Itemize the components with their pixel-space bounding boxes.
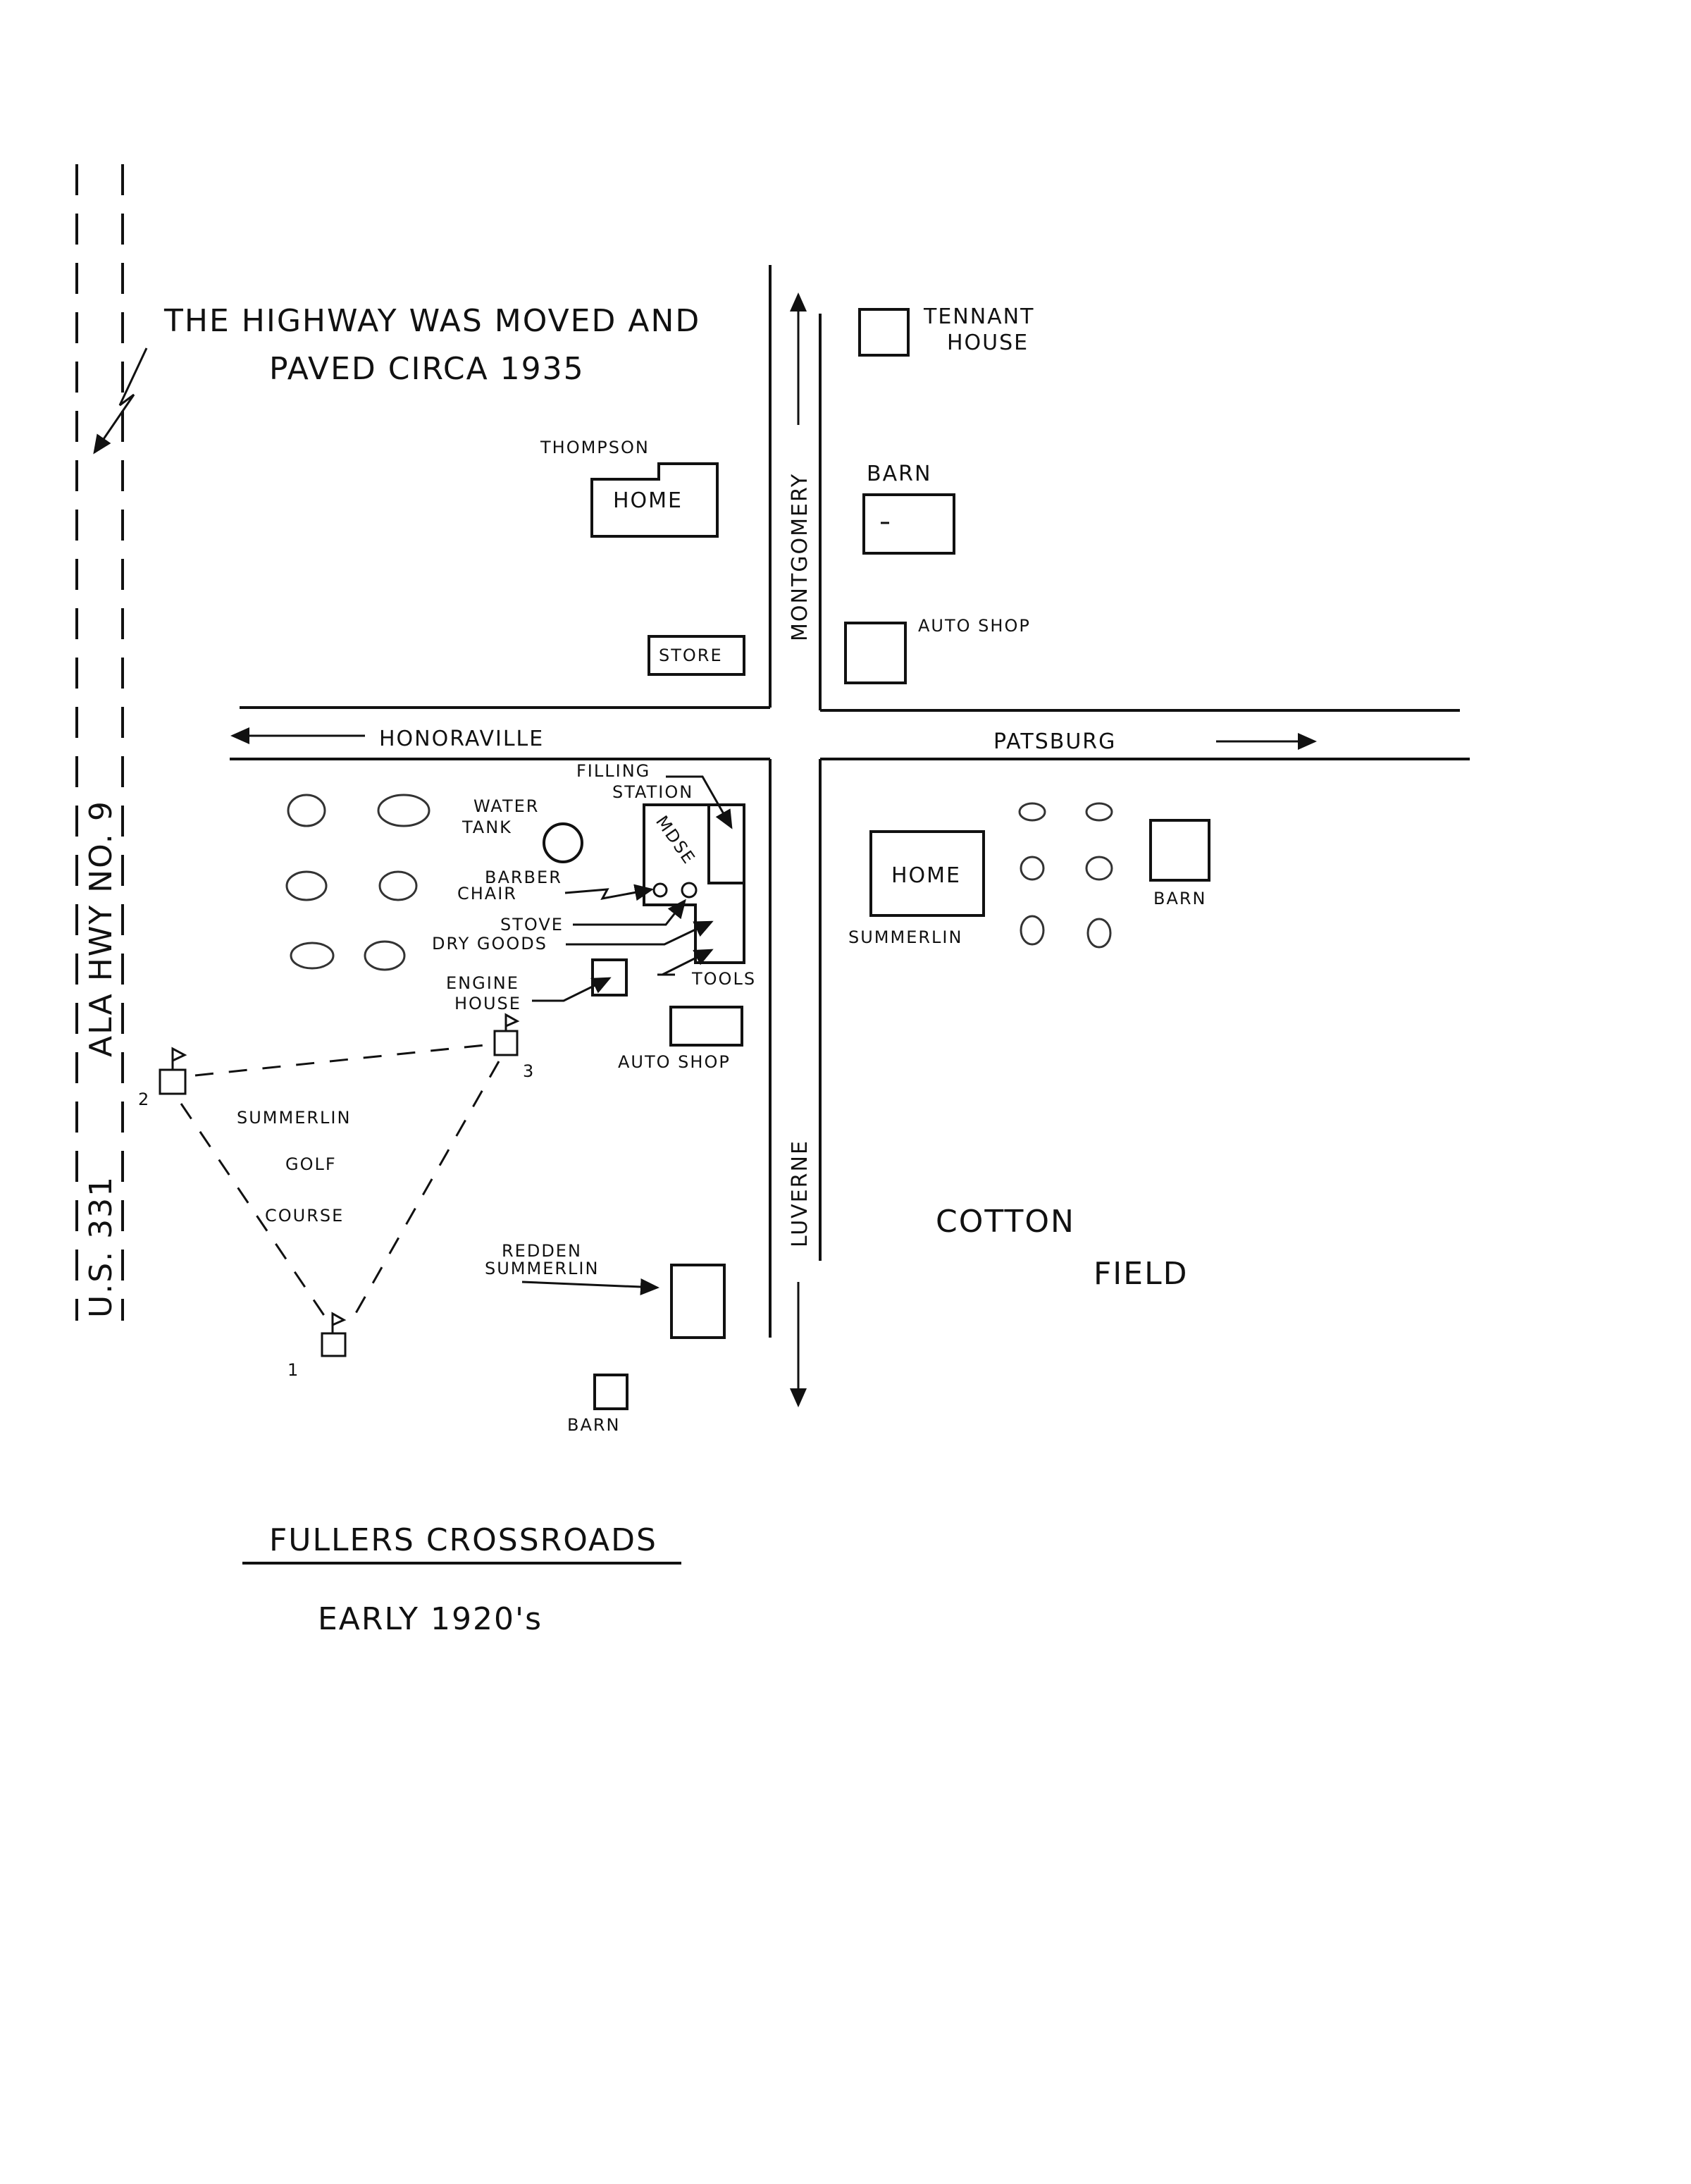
cotton-label: COTTON [936,1204,1075,1240]
golf-label-1: SUMMERLIN [237,1108,351,1128]
water-label: WATER [473,796,539,816]
engine-house-building [591,958,628,997]
se-barn-building [1149,819,1210,882]
dry-goods-leader [566,920,714,946]
road-label-honoraville: HONORAVILLE [379,727,544,751]
tennant-label: TENNANT [923,304,1034,329]
flag-icon [331,1312,347,1333]
thompson-label: THOMPSON [540,438,650,457]
tennant-house-building [858,308,910,357]
road-label-patsburg: PATSBURG [993,729,1116,754]
tools-label: TOOLS [691,969,756,989]
filling-label: FILLING [576,761,650,781]
field-label: FIELD [1094,1256,1188,1292]
stove-label: STOVE [500,915,564,934]
tennant-house-label: HOUSE [947,331,1029,355]
summerlin-home-building [869,830,985,917]
note-arrow-icon [93,347,148,455]
road-label-luverne: LUVERNE [788,1140,812,1247]
golf-course [159,1013,520,1357]
filling-station-building [707,803,745,884]
dry-goods-label: DRY GOODS [432,934,547,954]
sw-trees [285,794,431,971]
golf-label-3: COURSE [265,1206,344,1226]
map-subtitle: EARLY 1920's [318,1601,543,1637]
redden-summerlin-label: SUMMERLIN [485,1259,599,1278]
summerlin-home-label: HOME [891,863,961,888]
sw-barn-building [593,1374,628,1410]
ne-barn-label: BARN [867,462,931,486]
store-label: STORE [659,646,723,665]
tank-label: TANK [462,818,512,837]
sw-barn-label: BARN [567,1415,621,1435]
water-tank [543,822,583,863]
tee-2-label: 2 [138,1090,150,1109]
stove-leader [573,899,686,926]
golf-label-2: GOLF [285,1154,337,1174]
chair-label: CHAIR [457,884,517,903]
map-title: FULLERS CROSSROADS [269,1522,657,1558]
se-trees [1018,802,1113,949]
station-label: STATION [612,782,693,802]
redden-summerlin-house [670,1264,726,1339]
tee-1 [321,1332,347,1357]
barber-chair [652,882,668,898]
filling-station-leader [666,775,733,829]
barber-label: BARBER [485,868,562,887]
store-building [648,635,745,676]
tee-1-label: 1 [287,1360,299,1380]
flag-icon [504,1013,520,1031]
engine-label: ENGINE [446,973,519,993]
thompson-home-label: HOME [613,488,683,513]
engine-house-label: HOUSE [454,994,521,1013]
barber-chair-leader [564,884,654,901]
tools-leader [657,949,714,976]
roads [230,265,1470,1338]
ne-auto-shop-label: AUTO SHOP [918,616,1031,636]
thompson-home [590,462,719,538]
highway-note-line1: THE HIGHWAY WAS MOVED AND [163,303,700,339]
se-barn-label: BARN [1153,889,1207,908]
ne-auto-shop-building [844,622,907,684]
flag-icon [171,1047,187,1070]
summerlin-label: SUMMERLIN [848,927,962,947]
tee-3-label: 3 [523,1061,535,1081]
highway-label-ala-9: ALA HWY NO. 9 [83,800,119,1057]
highway-label-us-331: U.S. 331 [83,1176,119,1318]
sw-auto-shop-building [669,1006,743,1047]
mdse-label: MDSE [652,812,699,868]
sw-auto-shop-label: AUTO SHOP [618,1052,731,1072]
tee-2 [159,1068,187,1095]
redden-label: REDDEN [502,1241,582,1261]
highway-note-line2: PAVED CIRCA 1935 [269,351,585,387]
old-highway [75,164,124,1321]
stove [681,882,698,899]
tee-3 [493,1030,519,1056]
road-label-montgomery: MONTGOMERY [788,473,812,641]
ne-barn-building [862,493,955,555]
redden-leader [521,1278,659,1295]
engine-house-leader [532,977,612,1002]
